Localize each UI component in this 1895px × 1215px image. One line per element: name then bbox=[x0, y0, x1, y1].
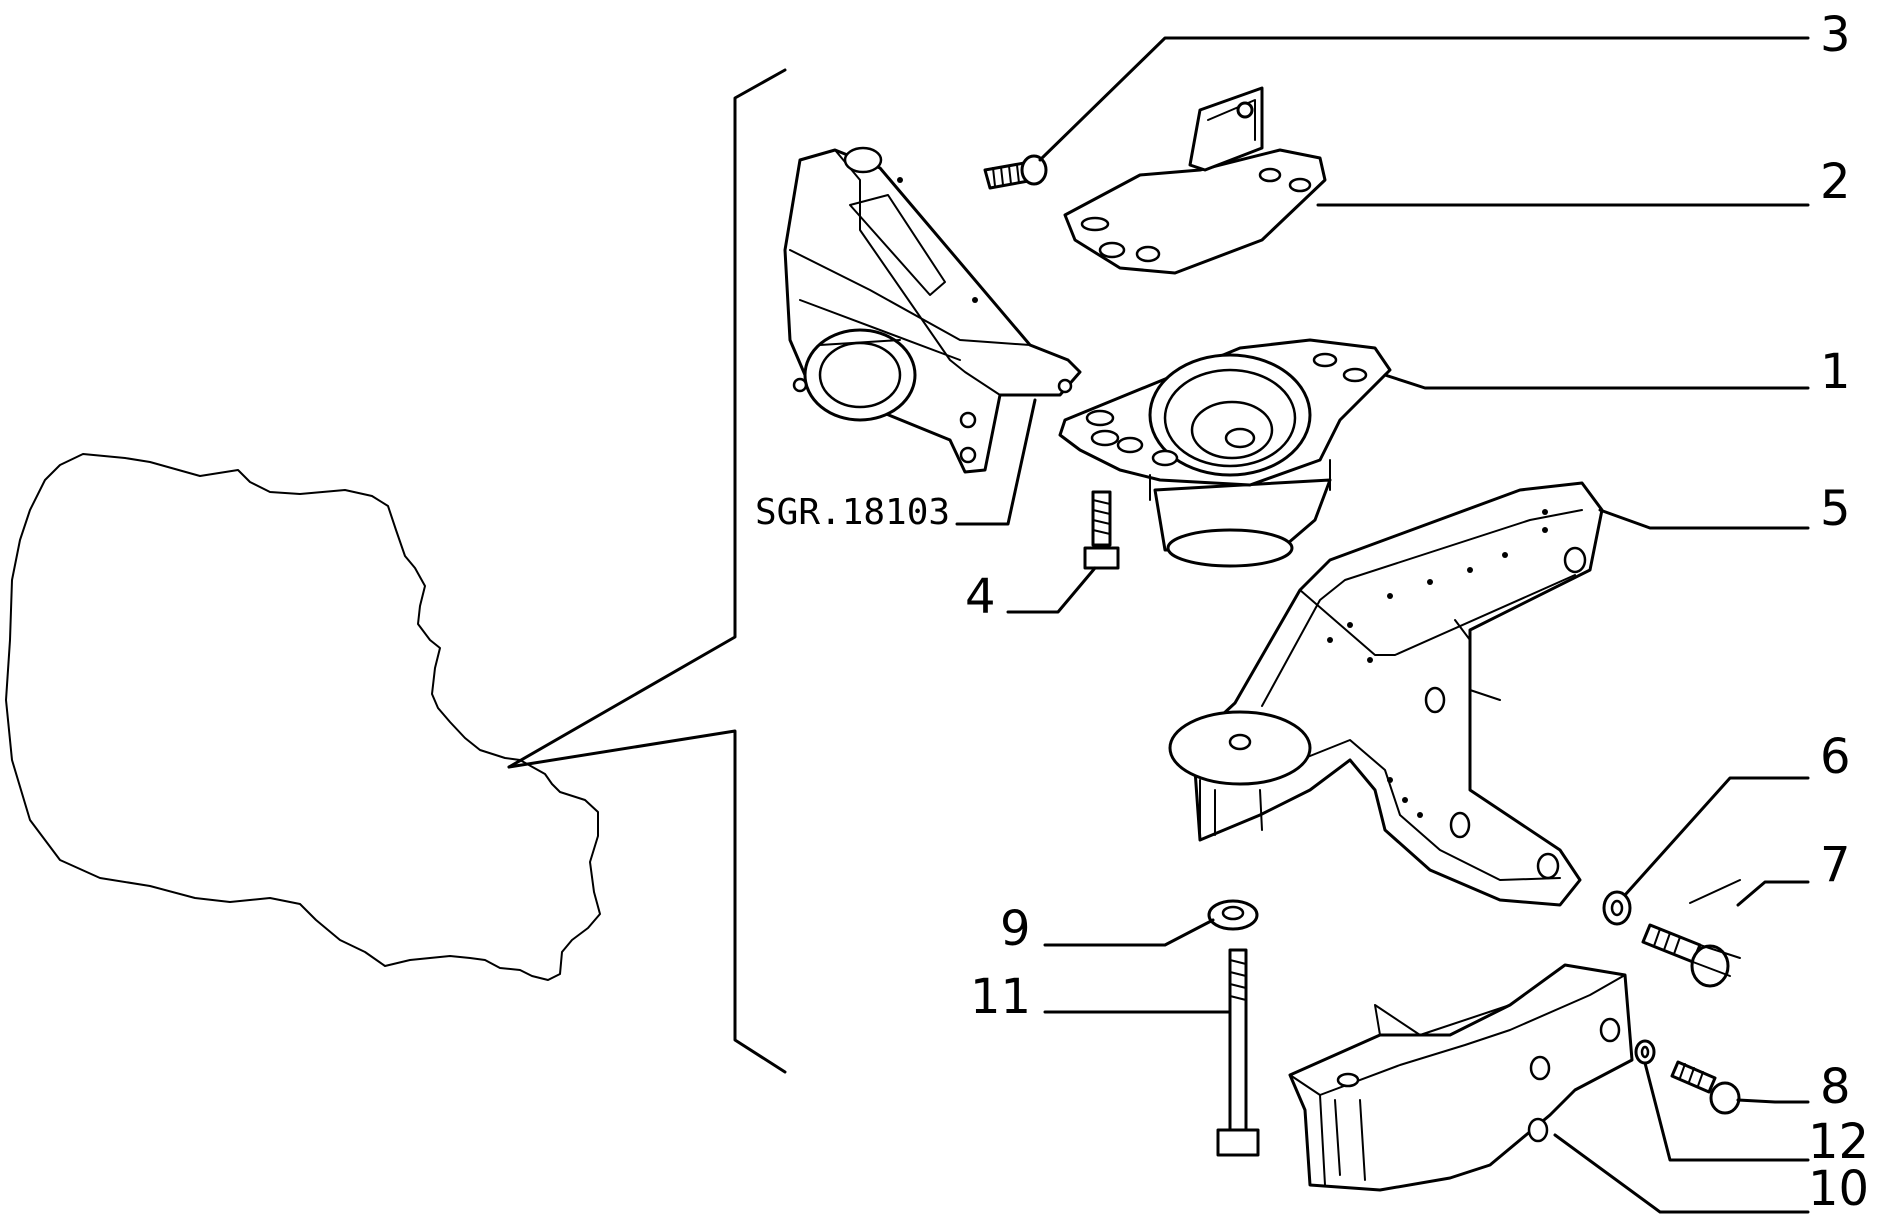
callout-3-leader bbox=[1038, 36, 1810, 162]
callout-7-dimension bbox=[1689, 879, 1741, 904]
callout-8-label: 8 bbox=[1820, 1059, 1851, 1115]
gearbox-leader-lower bbox=[507, 729, 787, 1074]
callout-5-label: 5 bbox=[1820, 481, 1851, 537]
part-2-plate bbox=[1063, 86, 1327, 275]
callout-5-leader bbox=[1598, 508, 1810, 530]
part-6-washer bbox=[1602, 890, 1632, 926]
callout-2-label: 2 bbox=[1820, 154, 1851, 210]
part-11-long-bolt bbox=[1216, 948, 1260, 1157]
callout-10-leader bbox=[1553, 1133, 1810, 1214]
part-9-washer bbox=[1207, 899, 1259, 931]
bracket-sgr-18103 bbox=[783, 146, 1082, 474]
callout-3-label: 3 bbox=[1820, 7, 1851, 63]
part-3-bolt bbox=[983, 154, 1048, 190]
part-4-bolt bbox=[1083, 490, 1120, 570]
part-8-bolt bbox=[1670, 1060, 1741, 1115]
callout-12-leader bbox=[1643, 1061, 1810, 1162]
callout-7-leader bbox=[1736, 880, 1810, 907]
gearbox-outline bbox=[5, 453, 601, 981]
callout-9-leader bbox=[1043, 918, 1215, 947]
reference-code-label: SGR.18103 bbox=[755, 492, 950, 533]
callout-11-label: 11 bbox=[970, 969, 1031, 1025]
part-12-washer bbox=[1634, 1039, 1656, 1065]
callout-4-leader bbox=[1006, 566, 1097, 614]
callout-12-label: 12 bbox=[1808, 1114, 1869, 1170]
callout-10-label: 10 bbox=[1808, 1161, 1869, 1215]
callout-6-leader bbox=[1623, 776, 1810, 897]
gearbox-leader-upper bbox=[507, 68, 787, 769]
callout-1-leader bbox=[1383, 373, 1810, 390]
callout-9-label: 9 bbox=[1000, 901, 1031, 957]
callout-1-label: 1 bbox=[1820, 344, 1851, 400]
callout-4-label: 4 bbox=[965, 569, 996, 625]
part-10-bracket bbox=[1288, 963, 1634, 1192]
sgr-leader bbox=[955, 398, 1037, 526]
callout-6-label: 6 bbox=[1820, 729, 1851, 785]
part-7-bolt bbox=[1641, 923, 1741, 988]
part-5-crossmember bbox=[1168, 481, 1604, 907]
callout-7-label: 7 bbox=[1820, 837, 1851, 893]
callout-8-leader bbox=[1736, 1098, 1810, 1104]
part-1-mount bbox=[1058, 338, 1392, 568]
